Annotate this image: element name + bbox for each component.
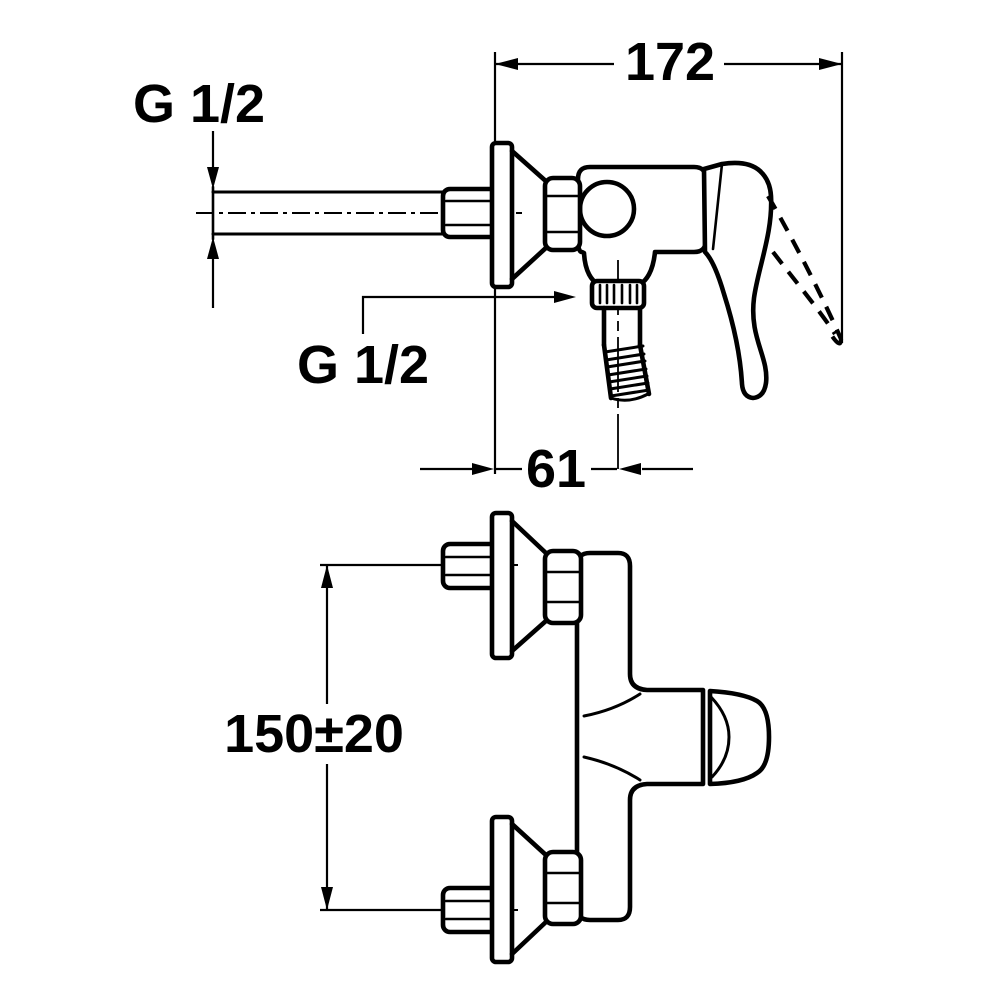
side-view: [196, 140, 844, 474]
lever-handle: [701, 160, 774, 401]
escutcheon-plate: [489, 140, 515, 290]
bottom-bolt-facets: [444, 899, 496, 921]
front-union-nut-top: [542, 548, 584, 626]
dim-150-extension-lines: [320, 563, 441, 912]
top-escutcheon-cone: [509, 518, 550, 654]
outlet-thread-tip: [609, 392, 650, 402]
outlet-thread-stripes: [603, 344, 651, 398]
dim-150-arrow-up: [321, 565, 333, 588]
wall-escutcheon: [489, 140, 551, 290]
dim-172-arrow-left: [495, 58, 518, 70]
dim-61-arrow-left: [472, 463, 494, 475]
union-nut-body: [542, 175, 583, 253]
lever-handle-open-position: [766, 194, 844, 346]
handle-cap-edge: [711, 162, 724, 251]
front-top-nut-body: [542, 548, 584, 626]
front-body-outline: [574, 550, 706, 923]
front-union-nut-bottom: [542, 849, 584, 927]
dim-inlet-spacing: 150±20: [224, 563, 441, 912]
outlet-thread-label: G 1/2: [297, 335, 429, 395]
dim-overall-width-label: 172: [625, 32, 715, 92]
dim-outlet-offset-label: 61: [526, 439, 586, 499]
front-bottom-nut-body: [542, 849, 584, 927]
dimensions: 172 G 1/2 G 1/2 61 150±20: [133, 32, 844, 912]
outlet-thread-leader: [361, 295, 556, 334]
bottom-escutcheon-plate: [489, 814, 515, 965]
dim-172-arrow-right: [819, 58, 842, 70]
top-escutcheon-plate: [489, 510, 515, 661]
bolt-body: [440, 186, 500, 240]
shower-outlet: [589, 260, 652, 474]
valve-body: [575, 164, 709, 287]
pipe-walls: [211, 190, 445, 236]
outlet-nut-ribs: [598, 283, 639, 305]
front-body-blend-arcs: [582, 692, 642, 782]
handle-dashed-outer: [766, 194, 843, 340]
dim-outlet-offset: 61: [420, 439, 693, 499]
escutcheon-cone: [509, 148, 551, 282]
handle-outline: [701, 160, 774, 401]
union-nut: [542, 175, 583, 253]
dim-overall-width: 172: [493, 32, 844, 474]
outlet-neck: [601, 305, 643, 348]
front-inlet-top: [436, 510, 550, 661]
label-outlet-thread: G 1/2: [297, 291, 576, 395]
dim-inlet-spacing-label: 150±20: [224, 704, 404, 764]
inlet-thread-arrow-down: [207, 167, 219, 189]
front-bottom-nut-facets: [545, 871, 581, 905]
union-nut-facets: [545, 194, 580, 234]
inlet-thread-bolt: [440, 186, 500, 240]
outlet-thread-arrowhead: [554, 291, 576, 303]
dim-150-arrow-down: [321, 887, 333, 910]
dim-172-extension-lines: [493, 52, 844, 474]
dim-61-arrow-right: [619, 463, 641, 475]
top-bolt: [440, 541, 500, 591]
bottom-bolt: [440, 885, 500, 935]
front-body: [574, 550, 706, 923]
bottom-escutcheon-cone: [509, 821, 550, 957]
front-top-nut-facets: [545, 570, 581, 604]
front-handle-cap: [707, 688, 772, 787]
inlet-thread-label: G 1/2: [133, 74, 265, 134]
top-bolt-facets: [444, 555, 496, 577]
label-inlet-thread: G 1/2: [133, 74, 265, 308]
inlet-thread-arrow-up: [207, 237, 219, 259]
front-cap-dome-arc: [709, 695, 731, 779]
front-view: [436, 510, 772, 965]
handle-dashed-inner: [771, 250, 837, 336]
front-inlet-bottom: [436, 814, 550, 965]
bolt-hex-facets: [444, 199, 496, 227]
